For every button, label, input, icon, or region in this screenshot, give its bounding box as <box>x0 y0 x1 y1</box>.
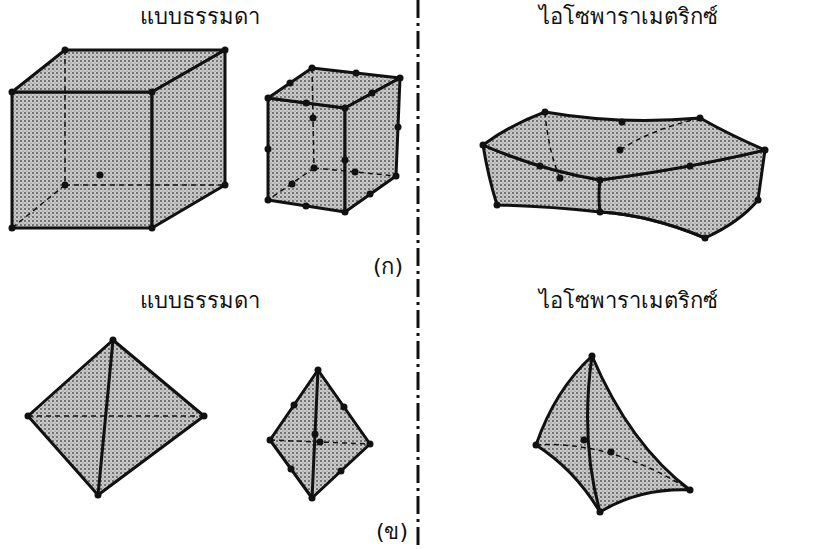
column-heading: แบบธรรมดา <box>140 288 260 314</box>
column-heading: ไอโซพาราเมตริกซ์ <box>539 288 718 314</box>
brick-element-midnodes <box>265 65 404 216</box>
tetra-element-midnodes <box>267 367 374 502</box>
brick-element <box>9 47 229 232</box>
figure-label: (ข) <box>376 519 408 545</box>
column-heading: ไอโซพาราเมตริกซ์ <box>539 4 718 30</box>
curved-brick-element <box>480 109 769 242</box>
tetra-element <box>25 337 208 499</box>
curved-tetra-element <box>533 353 694 516</box>
divider-line <box>417 0 420 549</box>
figure-label: (ก) <box>373 254 403 280</box>
column-heading: แบบธรรมดา <box>140 4 260 30</box>
